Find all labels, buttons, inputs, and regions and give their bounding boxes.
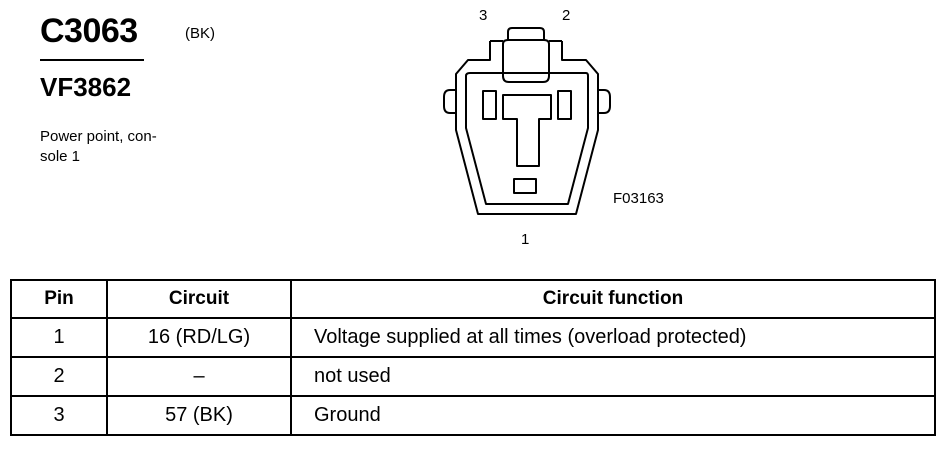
table-row: 3 57 (BK) Ground	[10, 395, 936, 436]
connector-description: Power point, con- sole 1	[40, 127, 200, 167]
connector-id-underline	[40, 59, 144, 61]
cell-circuit: 16 (RD/LG)	[106, 317, 292, 358]
color-code: (BK)	[185, 25, 215, 42]
connector-latch	[507, 27, 545, 41]
figure-code: F03163	[613, 190, 664, 207]
cell-circuit: –	[106, 356, 292, 397]
pin-label-1: 1	[521, 231, 530, 248]
terminal-cavity-2	[557, 90, 572, 120]
terminal-cavity-3	[482, 90, 497, 120]
table-row: 1 16 (RD/LG) Voltage supplied at all tim…	[10, 317, 936, 358]
connector-face-drawing	[443, 27, 611, 215]
header-circuit-function: Circuit function	[290, 279, 936, 319]
table-row: 2 – not used	[10, 356, 936, 397]
pin-label-2: 2	[562, 7, 571, 24]
pin-table: Pin Circuit Circuit function 1 16 (RD/LG…	[10, 279, 936, 436]
part-number: VF3862	[40, 72, 132, 102]
table-header-row: Pin Circuit Circuit function	[10, 279, 936, 319]
terminal-cavity-1	[502, 94, 552, 167]
cell-function: not used	[290, 356, 936, 397]
connector-left-tab	[443, 89, 456, 114]
header-pin: Pin	[10, 279, 108, 319]
description-text: Power point, con- sole 1	[40, 128, 157, 165]
cell-pin: 3	[10, 395, 108, 436]
connector-inner-body	[465, 72, 589, 205]
connector-latch-body	[502, 39, 550, 83]
cell-function: Ground	[290, 395, 936, 436]
connector-outer-shell	[455, 40, 599, 215]
cell-circuit: 57 (BK)	[106, 395, 292, 436]
header-circuit: Circuit	[106, 279, 292, 319]
connector-id: C3063	[40, 12, 138, 50]
cell-pin: 2	[10, 356, 108, 397]
key-slot	[513, 178, 537, 194]
connector-right-tab	[598, 89, 611, 114]
cell-function: Voltage supplied at all times (overload …	[290, 317, 936, 358]
pin-label-3: 3	[479, 7, 488, 24]
cell-pin: 1	[10, 317, 108, 358]
